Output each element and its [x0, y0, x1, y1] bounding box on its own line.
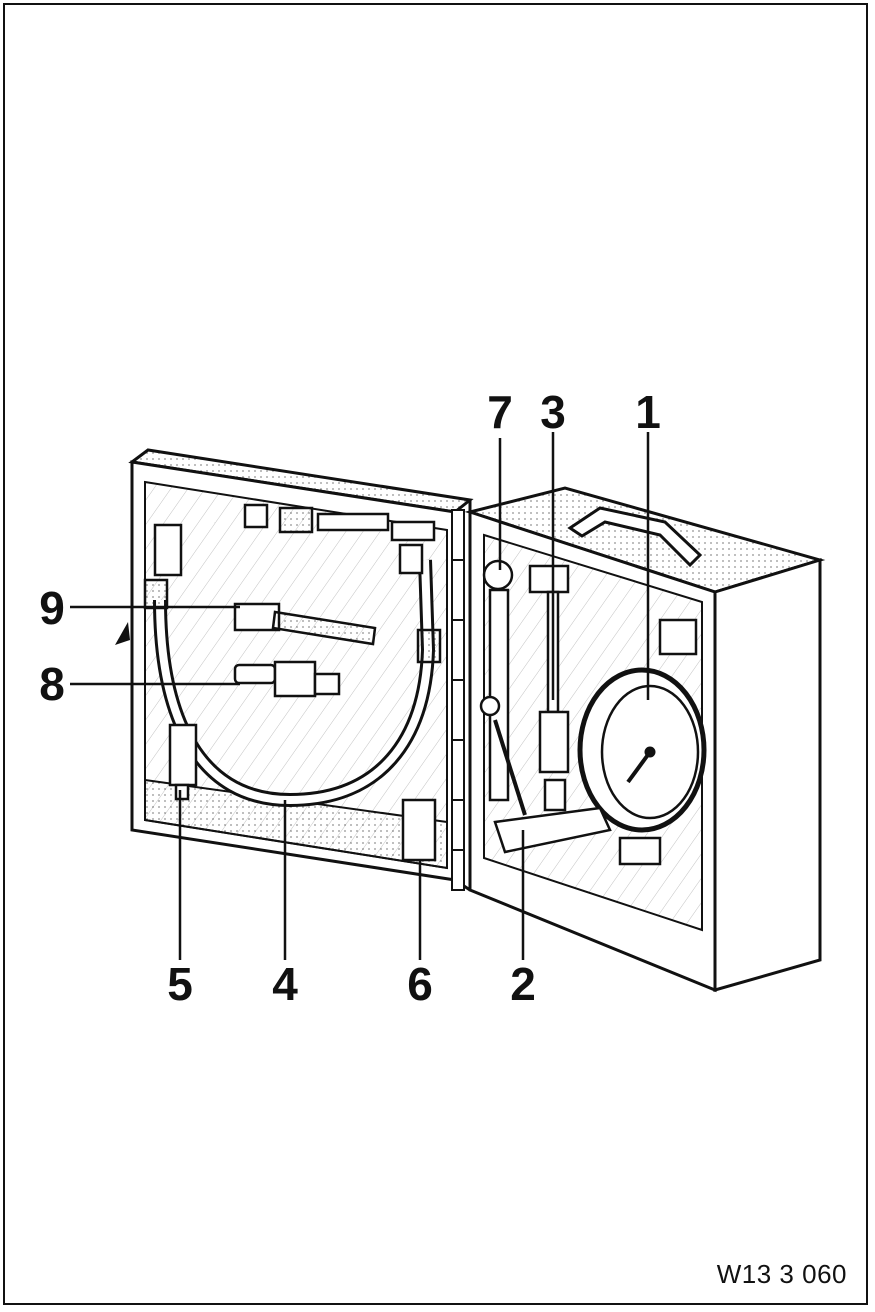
leader-lines	[70, 432, 650, 960]
callout-9: 9	[39, 582, 65, 634]
pressure-gauge	[577, 618, 707, 866]
pressure-hose	[143, 523, 442, 808]
case-handle	[567, 506, 703, 568]
part-6	[401, 798, 437, 862]
figure-reference-code: W13 3 060	[716, 1259, 847, 1289]
adapter-8	[233, 660, 341, 698]
lid-rail-parts	[243, 503, 436, 542]
callout-2: 2	[510, 958, 536, 1010]
hinge	[451, 509, 465, 891]
callout-8: 8	[39, 658, 65, 710]
adapter-9	[233, 602, 377, 646]
callout-4: 4	[272, 958, 298, 1010]
lid-catch	[115, 622, 130, 645]
callout-3: 3	[540, 386, 566, 438]
valve-assembly	[479, 559, 612, 854]
callout-7: 7	[487, 386, 513, 438]
callout-1: 1	[635, 386, 661, 438]
callout-5: 5	[167, 958, 193, 1010]
callout-6: 6	[407, 958, 433, 1010]
